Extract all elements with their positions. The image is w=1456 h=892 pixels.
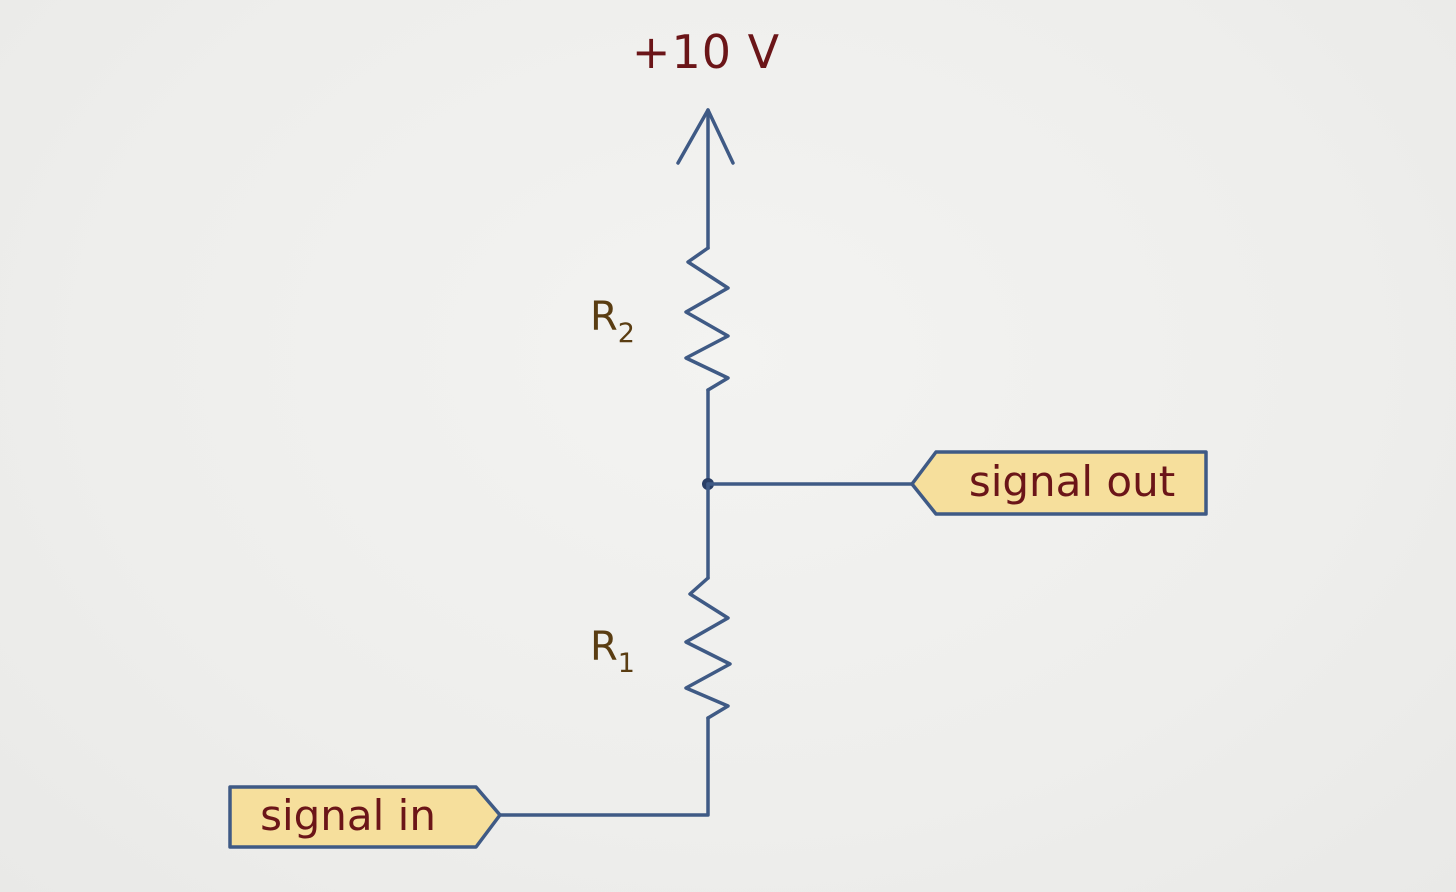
signal-in-label: signal in [260, 791, 436, 840]
resistor-r1-icon [684, 576, 732, 720]
wire-r1-to-input [498, 716, 710, 817]
supply-voltage-label: +10 V [632, 25, 780, 79]
signal-out-tag [910, 450, 1208, 516]
resistor-r2-icon [684, 246, 730, 392]
signal-out-label: signal out [969, 457, 1175, 506]
resistor-r1-label: R1 [590, 624, 635, 679]
supply-arrow-icon [676, 108, 735, 165]
resistor-r2-label: R2 [590, 294, 635, 349]
signal-in-tag [228, 785, 502, 849]
